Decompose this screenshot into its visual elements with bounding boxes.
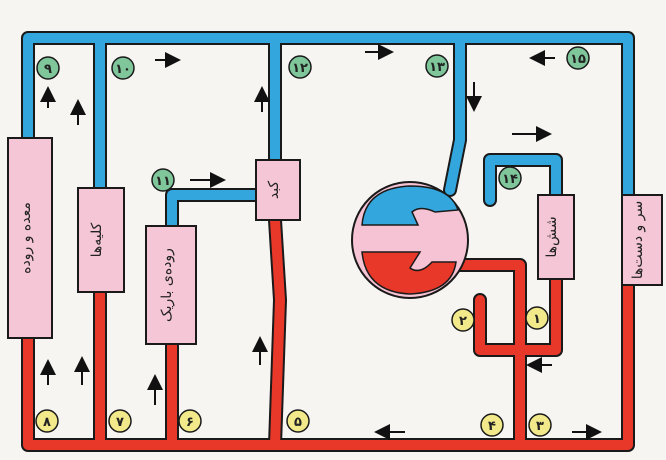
- svg-text:۴: ۴: [488, 419, 496, 434]
- marker-5: ۵: [287, 410, 309, 432]
- svg-text:۳: ۳: [536, 419, 544, 434]
- marker-9: ۹: [37, 57, 59, 79]
- marker-8: ۸: [36, 410, 58, 432]
- marker-3: ۳: [529, 414, 551, 436]
- heart: [352, 182, 468, 298]
- svg-text:۵: ۵: [294, 415, 302, 430]
- marker-15: ۱۵: [567, 47, 589, 69]
- organ-label-small-intestine: روده‌ی باریک: [159, 248, 175, 322]
- svg-text:۱۴: ۱۴: [502, 172, 518, 187]
- organ-label-kidneys: کلیه‌ها: [89, 222, 105, 257]
- organ-kidneys: کلیه‌ها: [78, 188, 124, 292]
- marker-10: ۱۰: [112, 57, 134, 79]
- marker-6: ۶: [179, 410, 201, 432]
- svg-text:۶: ۶: [186, 415, 194, 430]
- organ-small-intestine: روده‌ی باریک: [146, 226, 196, 344]
- svg-text:۷: ۷: [116, 415, 124, 430]
- svg-text:۸: ۸: [43, 415, 51, 430]
- marker-12: ۱۲: [289, 56, 311, 78]
- svg-text:۱۵: ۱۵: [570, 52, 586, 67]
- organ-stomach-intestine: معده و روده: [8, 138, 52, 338]
- marker-2: ۲: [452, 309, 474, 331]
- marker-4: ۴: [481, 414, 503, 436]
- marker-7: ۷: [109, 410, 131, 432]
- marker-11: ۱۱: [152, 169, 174, 191]
- svg-text:۱۱: ۱۱: [155, 174, 171, 189]
- organ-label-stomach-intestine: معده و روده: [18, 202, 34, 274]
- organ-label-liver: کبد: [266, 181, 282, 200]
- svg-text:۲: ۲: [459, 314, 467, 329]
- organ-label-head-arms: سر و دست‌ها: [630, 201, 646, 279]
- organ-label-lungs: شش‌ها: [544, 216, 560, 257]
- svg-text:۱۳: ۱۳: [429, 60, 445, 75]
- marker-13: ۱۳: [426, 55, 448, 77]
- marker-14: ۱۴: [499, 167, 521, 189]
- organ-liver: کبد: [256, 160, 300, 220]
- organ-head-arms: سر و دست‌ها: [622, 195, 662, 285]
- svg-text:۹: ۹: [44, 62, 52, 77]
- svg-text:۱۲: ۱۲: [292, 61, 308, 76]
- svg-text:۱۰: ۱۰: [115, 62, 131, 77]
- svg-text:۱: ۱: [533, 312, 541, 327]
- organ-lungs: شش‌ها: [538, 195, 574, 279]
- marker-1: ۱: [526, 307, 548, 329]
